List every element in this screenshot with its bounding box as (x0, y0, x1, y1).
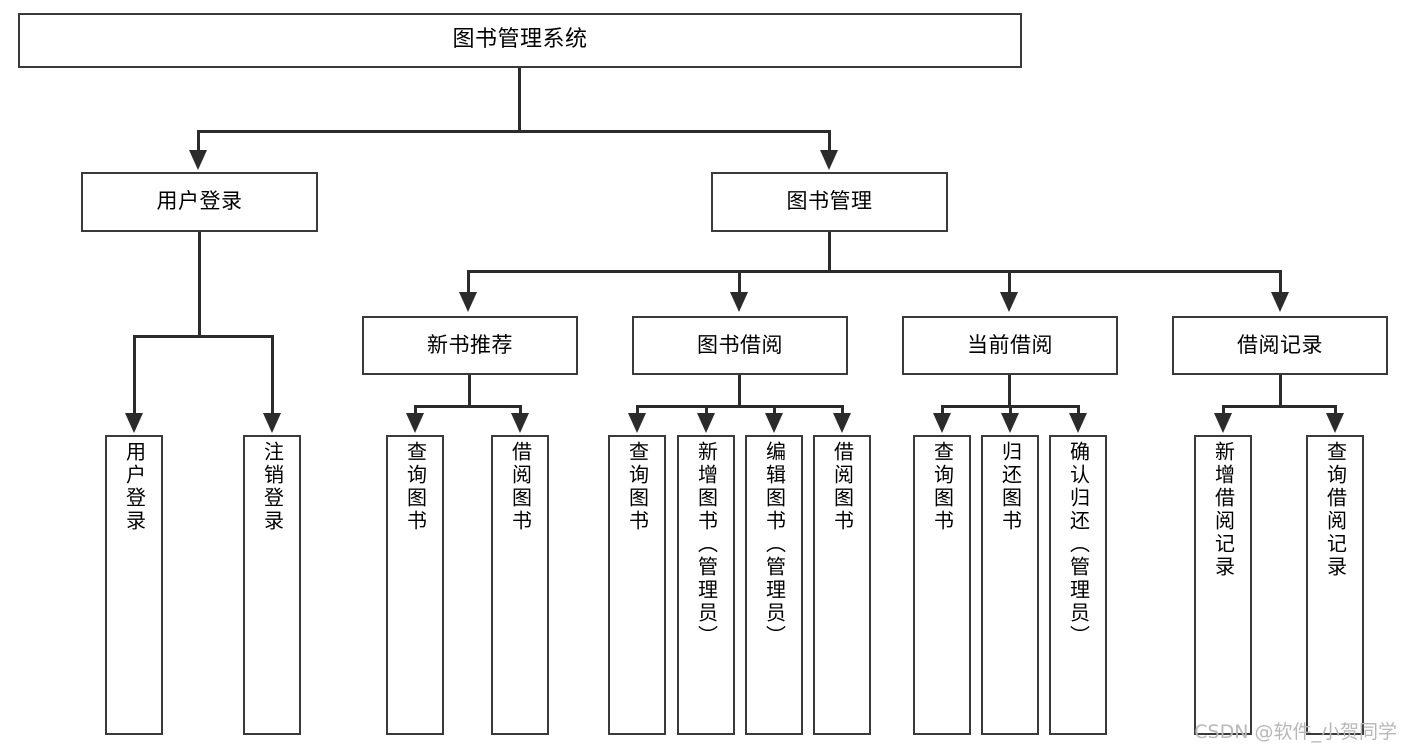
node-label: 确认归还（管理员） (1066, 441, 1091, 648)
arrow-current-borrow-leaf-3 (1069, 413, 1087, 433)
connector-user-login-to-leaf-2 (271, 335, 274, 415)
connector-current-borrow-leaf-1 (941, 405, 944, 417)
connector-to-borrow-record (1279, 270, 1282, 294)
node-label: 图书管理系统 (452, 27, 588, 53)
arrow-borrow-record-leaf-1 (1214, 413, 1232, 433)
leaf-new-book-1[interactable]: 查询图书 (386, 435, 444, 735)
node-label: 查询图书 (930, 441, 955, 533)
node-label: 新书推荐 (427, 332, 513, 357)
arrow-new-book-leaf-1 (406, 413, 424, 433)
arrow-user-login-to-leaf-1 (125, 413, 143, 433)
connector-root-bus (197, 130, 831, 133)
leaf-book-borrow-3[interactable]: 编辑图书（管理员） (745, 435, 803, 735)
connector-new-book-bus (414, 405, 522, 408)
arrow-root-to-user-login (189, 150, 207, 170)
node-label: 归还图书 (998, 441, 1023, 533)
node-user-login[interactable]: 用户登录 (81, 172, 318, 232)
connector-book-borrow-stem (738, 375, 741, 405)
node-label: 新增借阅记录 (1211, 441, 1236, 579)
arrow-to-current-borrow (1000, 292, 1018, 312)
connector-borrow-record-leaf-1 (1222, 405, 1225, 417)
arrow-book-borrow-leaf-2 (697, 413, 715, 433)
connector-user-login-bus (133, 335, 271, 338)
connector-user-login-to-leaf-1 (133, 335, 136, 415)
node-label: 查询图书 (403, 441, 428, 533)
node-current-borrow[interactable]: 当前借阅 (902, 316, 1118, 375)
leaf-current-borrow-2[interactable]: 归还图书 (981, 435, 1039, 735)
connector-book-borrow-leaf-1 (636, 405, 639, 417)
node-label: 图书借阅 (697, 332, 783, 357)
connector-borrow-record-leaf-2 (1334, 405, 1337, 417)
connector-borrow-record-bus (1222, 405, 1337, 408)
connector-new-book-leaf-2 (519, 405, 522, 417)
node-book-management[interactable]: 图书管理 (711, 172, 948, 232)
connector-book-manage-bus (467, 270, 1279, 273)
connector-root-to-user-login (197, 130, 200, 152)
connector-to-current-borrow (1008, 270, 1011, 294)
node-label: 当前借阅 (967, 332, 1053, 357)
connector-to-new-book (467, 270, 470, 294)
node-label: 注销登录 (260, 441, 285, 533)
leaf-user-login-2[interactable]: 注销登录 (243, 435, 301, 735)
connector-current-borrow-leaf-3 (1077, 405, 1080, 417)
node-label: 用户登录 (156, 189, 243, 214)
arrow-book-borrow-leaf-1 (628, 413, 646, 433)
connector-user-login-stem (198, 232, 201, 335)
arrow-user-login-to-leaf-2 (263, 413, 281, 433)
csdn-watermark: CSDN @软件_小贺同学 (1194, 721, 1397, 743)
connector-current-borrow-stem (1008, 375, 1011, 405)
connector-root-stem (518, 68, 521, 130)
leaf-user-login-1[interactable]: 用户登录 (105, 435, 163, 735)
connector-current-borrow-leaf-2 (1009, 405, 1012, 417)
arrow-to-book-borrow (730, 292, 748, 312)
connector-book-borrow-bus (636, 405, 842, 408)
leaf-current-borrow-3[interactable]: 确认归还（管理员） (1049, 435, 1107, 735)
connector-to-book-borrow (738, 270, 741, 294)
leaf-new-book-2[interactable]: 借阅图书 (491, 435, 549, 735)
leaf-book-borrow-1[interactable]: 查询图书 (608, 435, 666, 735)
node-label: 借阅图书 (508, 441, 533, 533)
connector-book-borrow-leaf-3 (773, 405, 776, 417)
connector-root-to-book-manage (828, 130, 831, 152)
node-label: 查询图书 (625, 441, 650, 533)
node-label: 用户登录 (122, 441, 147, 533)
connector-new-book-stem (468, 375, 471, 405)
arrow-current-borrow-leaf-2 (1001, 413, 1019, 433)
arrow-root-to-book-manage (820, 150, 838, 170)
arrow-book-borrow-leaf-4 (833, 413, 851, 433)
connector-borrow-record-stem (1279, 375, 1282, 405)
arrow-borrow-record-leaf-2 (1326, 413, 1344, 433)
node-label: 编辑图书（管理员） (762, 441, 787, 648)
arrow-to-new-book (459, 292, 477, 312)
leaf-borrow-record-1[interactable]: 新增借阅记录 (1194, 435, 1252, 735)
connector-book-borrow-leaf-4 (841, 405, 844, 417)
arrow-current-borrow-leaf-1 (933, 413, 951, 433)
node-root-system[interactable]: 图书管理系统 (18, 13, 1022, 68)
connector-book-manage-stem (828, 232, 831, 270)
leaf-book-borrow-4[interactable]: 借阅图书 (813, 435, 871, 735)
node-borrow-record[interactable]: 借阅记录 (1172, 316, 1388, 375)
node-label: 借阅图书 (830, 441, 855, 533)
node-label: 借阅记录 (1237, 332, 1323, 357)
connector-book-borrow-leaf-2 (705, 405, 708, 417)
leaf-borrow-record-2[interactable]: 查询借阅记录 (1306, 435, 1364, 735)
node-new-book-recommend[interactable]: 新书推荐 (362, 316, 578, 375)
node-label: 图书管理 (786, 189, 873, 214)
arrow-to-borrow-record (1271, 292, 1289, 312)
arrow-book-borrow-leaf-3 (765, 413, 783, 433)
leaf-book-borrow-2[interactable]: 新增图书（管理员） (677, 435, 735, 735)
node-book-borrow[interactable]: 图书借阅 (632, 316, 848, 375)
node-label: 新增图书（管理员） (694, 441, 719, 648)
connector-new-book-leaf-1 (414, 405, 417, 417)
arrow-new-book-leaf-2 (511, 413, 529, 433)
leaf-current-borrow-1[interactable]: 查询图书 (913, 435, 971, 735)
node-label: 查询借阅记录 (1323, 441, 1348, 579)
